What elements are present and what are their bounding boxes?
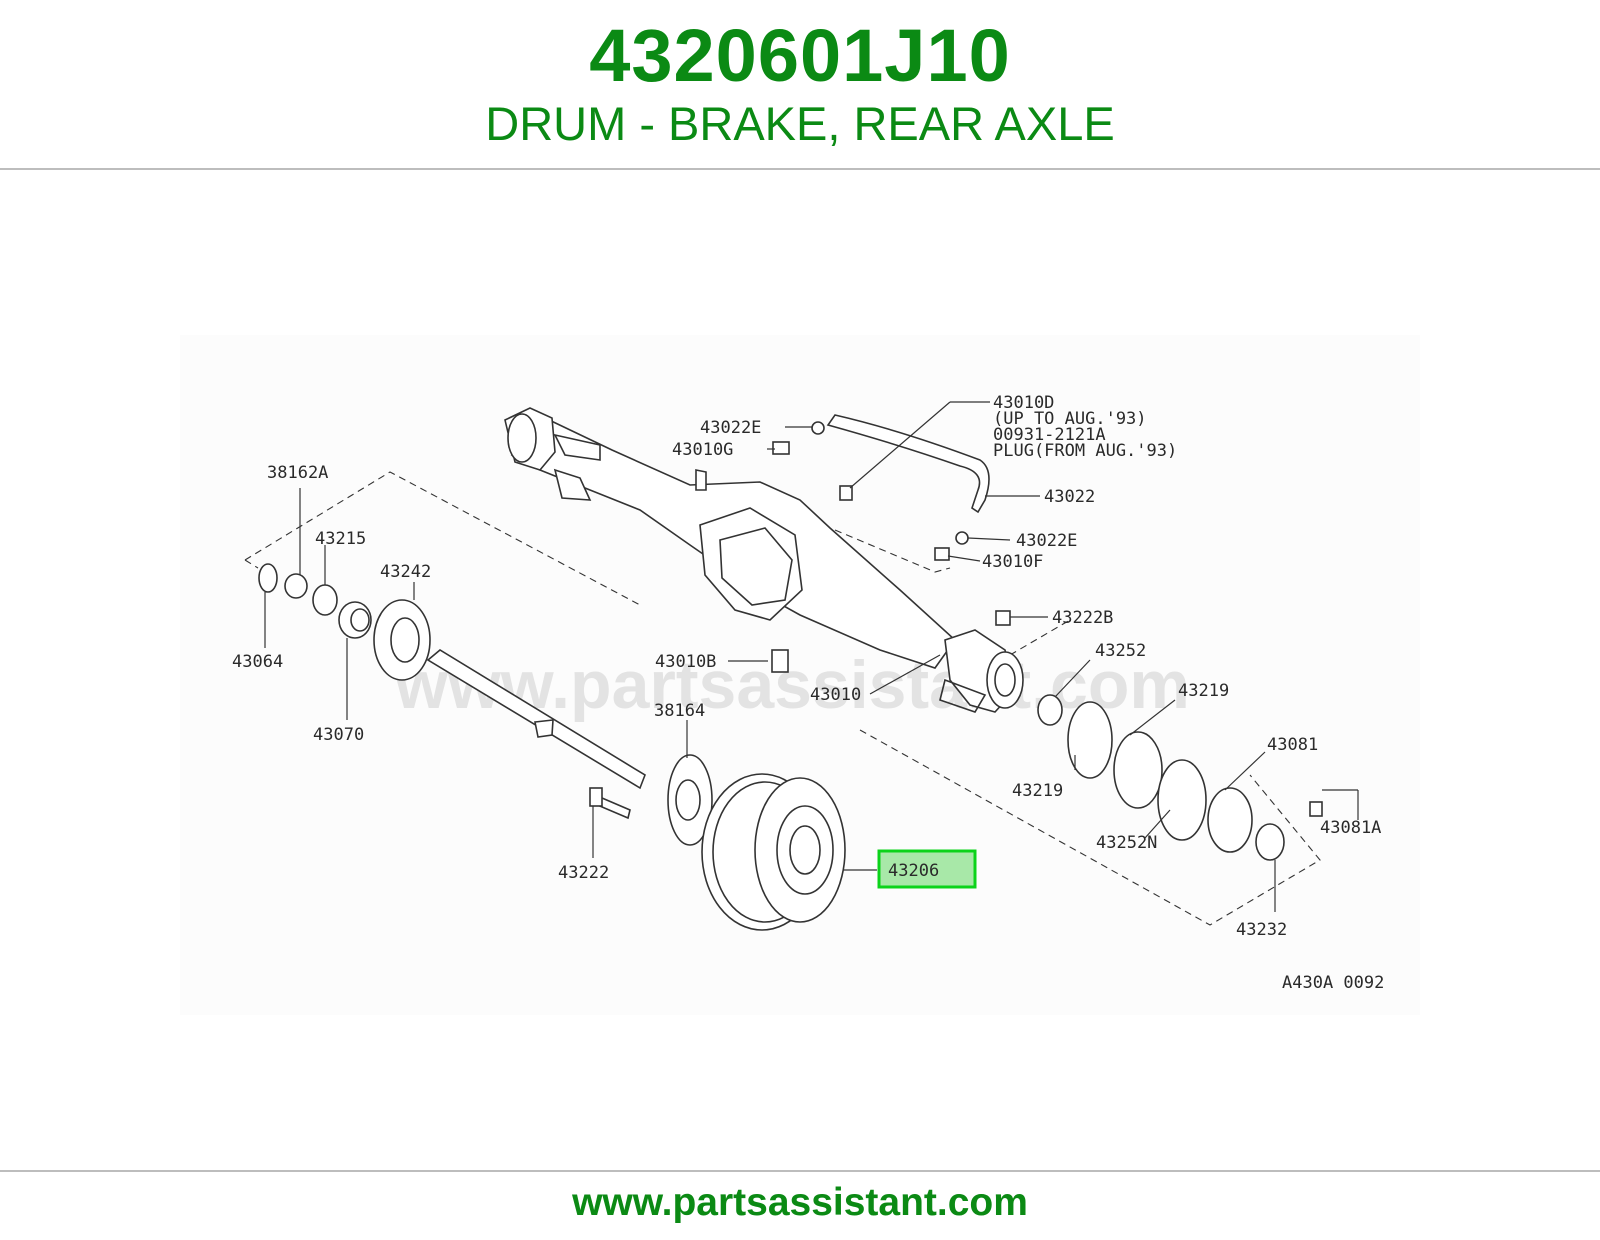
label-43064[interactable]: 43064 [232, 652, 283, 672]
label-38162A[interactable]: 38162A [267, 463, 328, 483]
label-43010D-note: (UP TO AUG.'93) [993, 409, 1147, 429]
leader-lines [264, 401, 1359, 912]
part-number-title: 4320601J10 [589, 14, 1011, 97]
label-43081A[interactable]: 43081A [1320, 818, 1381, 838]
label-00931-2121A[interactable]: 00931-2121A [993, 425, 1106, 445]
dashed-guide-lines [244, 471, 1321, 926]
label-43010B[interactable]: 43010B [655, 652, 716, 672]
label-43219-top[interactable]: 43219 [1178, 681, 1229, 701]
left-small-parts [258, 563, 431, 681]
label-43232[interactable]: 43232 [1236, 920, 1287, 940]
part-description: DRUM - BRAKE, REAR AXLE [485, 97, 1115, 150]
figure-code: A430A 0092 [1282, 973, 1384, 993]
label-43022[interactable]: 43022 [1044, 487, 1095, 507]
page-header: 4320601J10 DRUM - BRAKE, REAR AXLE [0, 0, 1600, 170]
right-small-parts [771, 414, 1323, 861]
label-43242[interactable]: 43242 [380, 562, 431, 582]
label-43010[interactable]: 43010 [810, 685, 861, 705]
header-divider [0, 168, 1600, 170]
label-43022E-top[interactable]: 43022E [700, 418, 761, 438]
footer-website-link[interactable]: www.partsassistant.com [572, 1181, 1028, 1224]
label-43010G[interactable]: 43010G [672, 440, 733, 460]
brake-drum [701, 773, 846, 931]
label-43215[interactable]: 43215 [315, 529, 366, 549]
label-38164[interactable]: 38164 [654, 701, 705, 721]
label-43022E-mid[interactable]: 43022E [1016, 531, 1077, 551]
label-43070[interactable]: 43070 [313, 725, 364, 745]
part-labels: 43010D (UP TO AUG.'93) 00931-2121A PLUG(… [232, 393, 1384, 993]
label-43222B[interactable]: 43222B [1052, 608, 1113, 628]
axle-housing [504, 407, 1024, 713]
label-43206[interactable]: 43206 [888, 861, 939, 881]
label-00931-note: PLUG(FROM AUG.'93) [993, 441, 1177, 461]
label-43252[interactable]: 43252 [1095, 641, 1146, 661]
highlight-box-43206[interactable] [877, 849, 977, 889]
label-43010F[interactable]: 43010F [982, 552, 1043, 572]
label-43222[interactable]: 43222 [558, 863, 609, 883]
label-43252N[interactable]: 43252N [1096, 833, 1157, 853]
label-43010D[interactable]: 43010D [993, 393, 1054, 413]
axle-shaft [426, 649, 713, 846]
footer-divider [0, 1170, 1600, 1172]
label-43081[interactable]: 43081 [1267, 735, 1318, 755]
label-43219-bottom[interactable]: 43219 [1012, 781, 1063, 801]
